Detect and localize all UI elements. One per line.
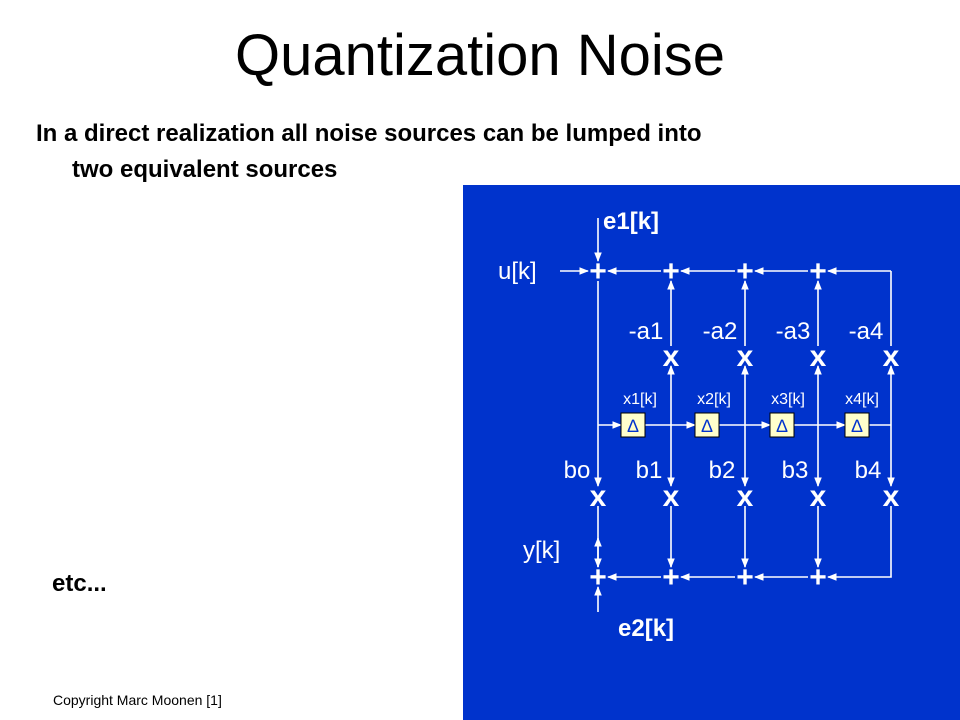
delay-box-4 — [844, 412, 870, 438]
label-x3: x3[k] — [771, 391, 805, 408]
multiplier-b-3: x — [810, 480, 827, 513]
adder-bottom-3: + — [736, 561, 754, 594]
label-a3: -a3 — [776, 318, 811, 345]
label-e1: e1[k] — [603, 208, 659, 235]
b-coefficient-labels: bo b1 b2 b3 b4 — [564, 457, 882, 484]
delay-symbol-2: ∆ — [701, 416, 712, 436]
label-b2: b2 — [709, 457, 736, 484]
label-a2: -a2 — [703, 318, 738, 345]
label-x2: x2[k] — [697, 391, 731, 408]
delay-symbol-1: ∆ — [627, 416, 638, 436]
diagram-background — [463, 185, 960, 720]
delay-symbol-3: ∆ — [776, 416, 787, 436]
adder-top-2: + — [662, 255, 680, 288]
delay-symbol-4: ∆ — [851, 416, 862, 436]
label-x1: x1[k] — [623, 391, 657, 408]
label-b4: b4 — [855, 457, 882, 484]
multiplier-b-0: x — [590, 480, 607, 513]
delay-box-1 — [620, 412, 646, 438]
label-y: y[k] — [523, 537, 560, 564]
label-a1: -a1 — [629, 318, 664, 345]
adder-top-3: + — [736, 255, 754, 288]
label-b0: bo — [564, 457, 591, 484]
delay-box-3 — [769, 412, 795, 438]
subtitle-line-2: two equivalent sources — [72, 156, 338, 183]
etc-text: etc... — [52, 570, 107, 597]
filter-block-diagram: + + + + + + + + x x x x x x x x x ∆ ∆ ∆ ∆ e1[k] u[k] y[k… — [463, 185, 960, 720]
subtitle-line-1: In a direct realization all noise source… — [36, 120, 702, 147]
multiplier-b-4: x — [883, 480, 900, 513]
adder-top-1: + — [589, 255, 607, 288]
state-labels: x1[k] x2[k] x3[k] x4[k] — [623, 391, 879, 408]
copyright-text: Copyright Marc Moonen [1] — [53, 692, 222, 708]
multiplier-b-2: x — [737, 480, 754, 513]
top-adders: + + + + — [589, 255, 827, 288]
delay-box-2 — [694, 412, 720, 438]
slide-title: Quantization Noise — [234, 23, 726, 88]
label-b1: b1 — [636, 457, 663, 484]
wire — [827, 506, 892, 581]
delay-elements: ∆ ∆ ∆ ∆ — [620, 412, 870, 438]
adder-bottom-4: + — [809, 561, 827, 594]
bottom-adders: + + + + — [589, 561, 827, 594]
a-coefficient-labels: -a1 -a2 -a3 -a4 — [629, 318, 884, 345]
label-x4: x4[k] — [845, 391, 879, 408]
label-u: u[k] — [498, 258, 537, 285]
adder-top-4: + — [809, 255, 827, 288]
multiplier-a-2: x — [737, 340, 754, 373]
multiplier-a-3: x — [810, 340, 827, 373]
label-a4: -a4 — [849, 318, 884, 345]
slide-subtitle: In a direct realization all noise source… — [36, 116, 946, 188]
multiplier-a-4: x — [883, 340, 900, 373]
signal-wires — [560, 218, 895, 612]
multiplier-b-1: x — [663, 480, 680, 513]
adder-bottom-2: + — [662, 561, 680, 594]
label-b3: b3 — [782, 457, 809, 484]
multiplier-a-1: x — [663, 340, 680, 373]
adder-bottom-1: + — [589, 561, 607, 594]
label-e2: e2[k] — [618, 615, 674, 642]
